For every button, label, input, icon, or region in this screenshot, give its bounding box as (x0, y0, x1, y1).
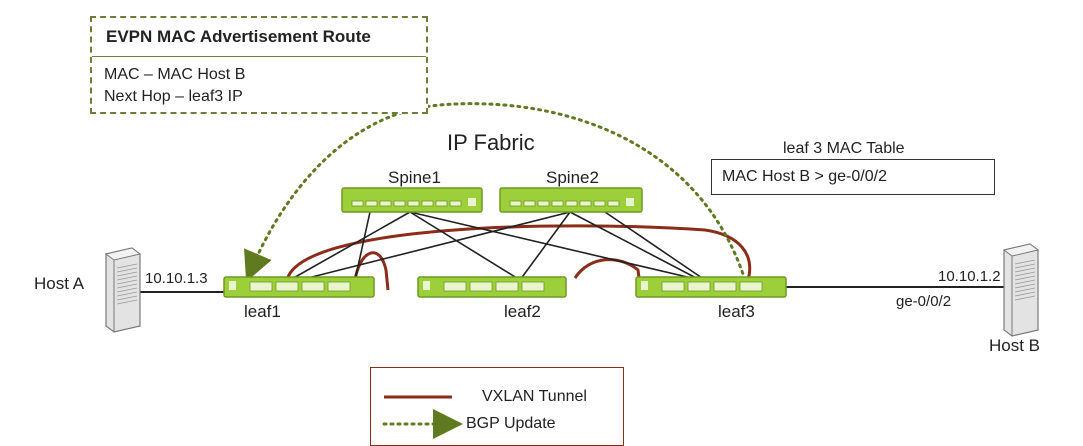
evpn-route-next-hop: Next Hop – leaf3 IP (104, 88, 243, 105)
host-b-port: ge-0/0/2 (896, 293, 952, 310)
host-a-ip: 10.10.1.3 (145, 270, 208, 287)
leaf3-label: leaf3 (718, 302, 755, 321)
legend-box (370, 367, 624, 446)
host-a-label: Host A (34, 274, 85, 293)
evpn-route-mac: MAC – MAC Host B (104, 66, 246, 83)
leaf1-label: leaf1 (244, 302, 281, 321)
host-a-server-icon (104, 247, 142, 333)
leaf1-switch (223, 276, 375, 298)
spine1-label: Spine1 (388, 168, 441, 187)
host-b-server-icon (1002, 243, 1040, 337)
evpn-route-box: EVPN MAC Advertisement Route MAC – MAC H… (90, 16, 428, 114)
host-b-label: Host B (989, 336, 1041, 355)
evpn-route-title: EVPN MAC Advertisement Route (106, 27, 371, 46)
evpn-route-divider (92, 56, 426, 57)
leaf3-switch (635, 276, 787, 298)
host-b-ip: 10.10.1.2 (938, 268, 1001, 285)
legend-vxlan-label: VXLAN Tunnel (482, 388, 587, 405)
spine1-switch (341, 187, 483, 213)
ip-fabric-label: IP Fabric (447, 130, 535, 155)
leaf2-label: leaf2 (504, 302, 541, 321)
legend-bgp-label: BGP Update (466, 415, 556, 432)
vxlan-tunnel-leaf2-leaf3 (573, 258, 642, 286)
leaf2-switch (417, 276, 567, 298)
mac-table-entry: MAC Host B > ge-0/0/2 (711, 159, 995, 195)
fabric-links (289, 211, 706, 281)
mac-table-title: leaf 3 MAC Table (783, 140, 905, 157)
spine2-switch (499, 187, 643, 213)
vxlan-tunnel-leaf1-leaf3 (285, 224, 752, 281)
spine2-label: Spine2 (546, 168, 599, 187)
bgp-update-arc (244, 102, 747, 282)
